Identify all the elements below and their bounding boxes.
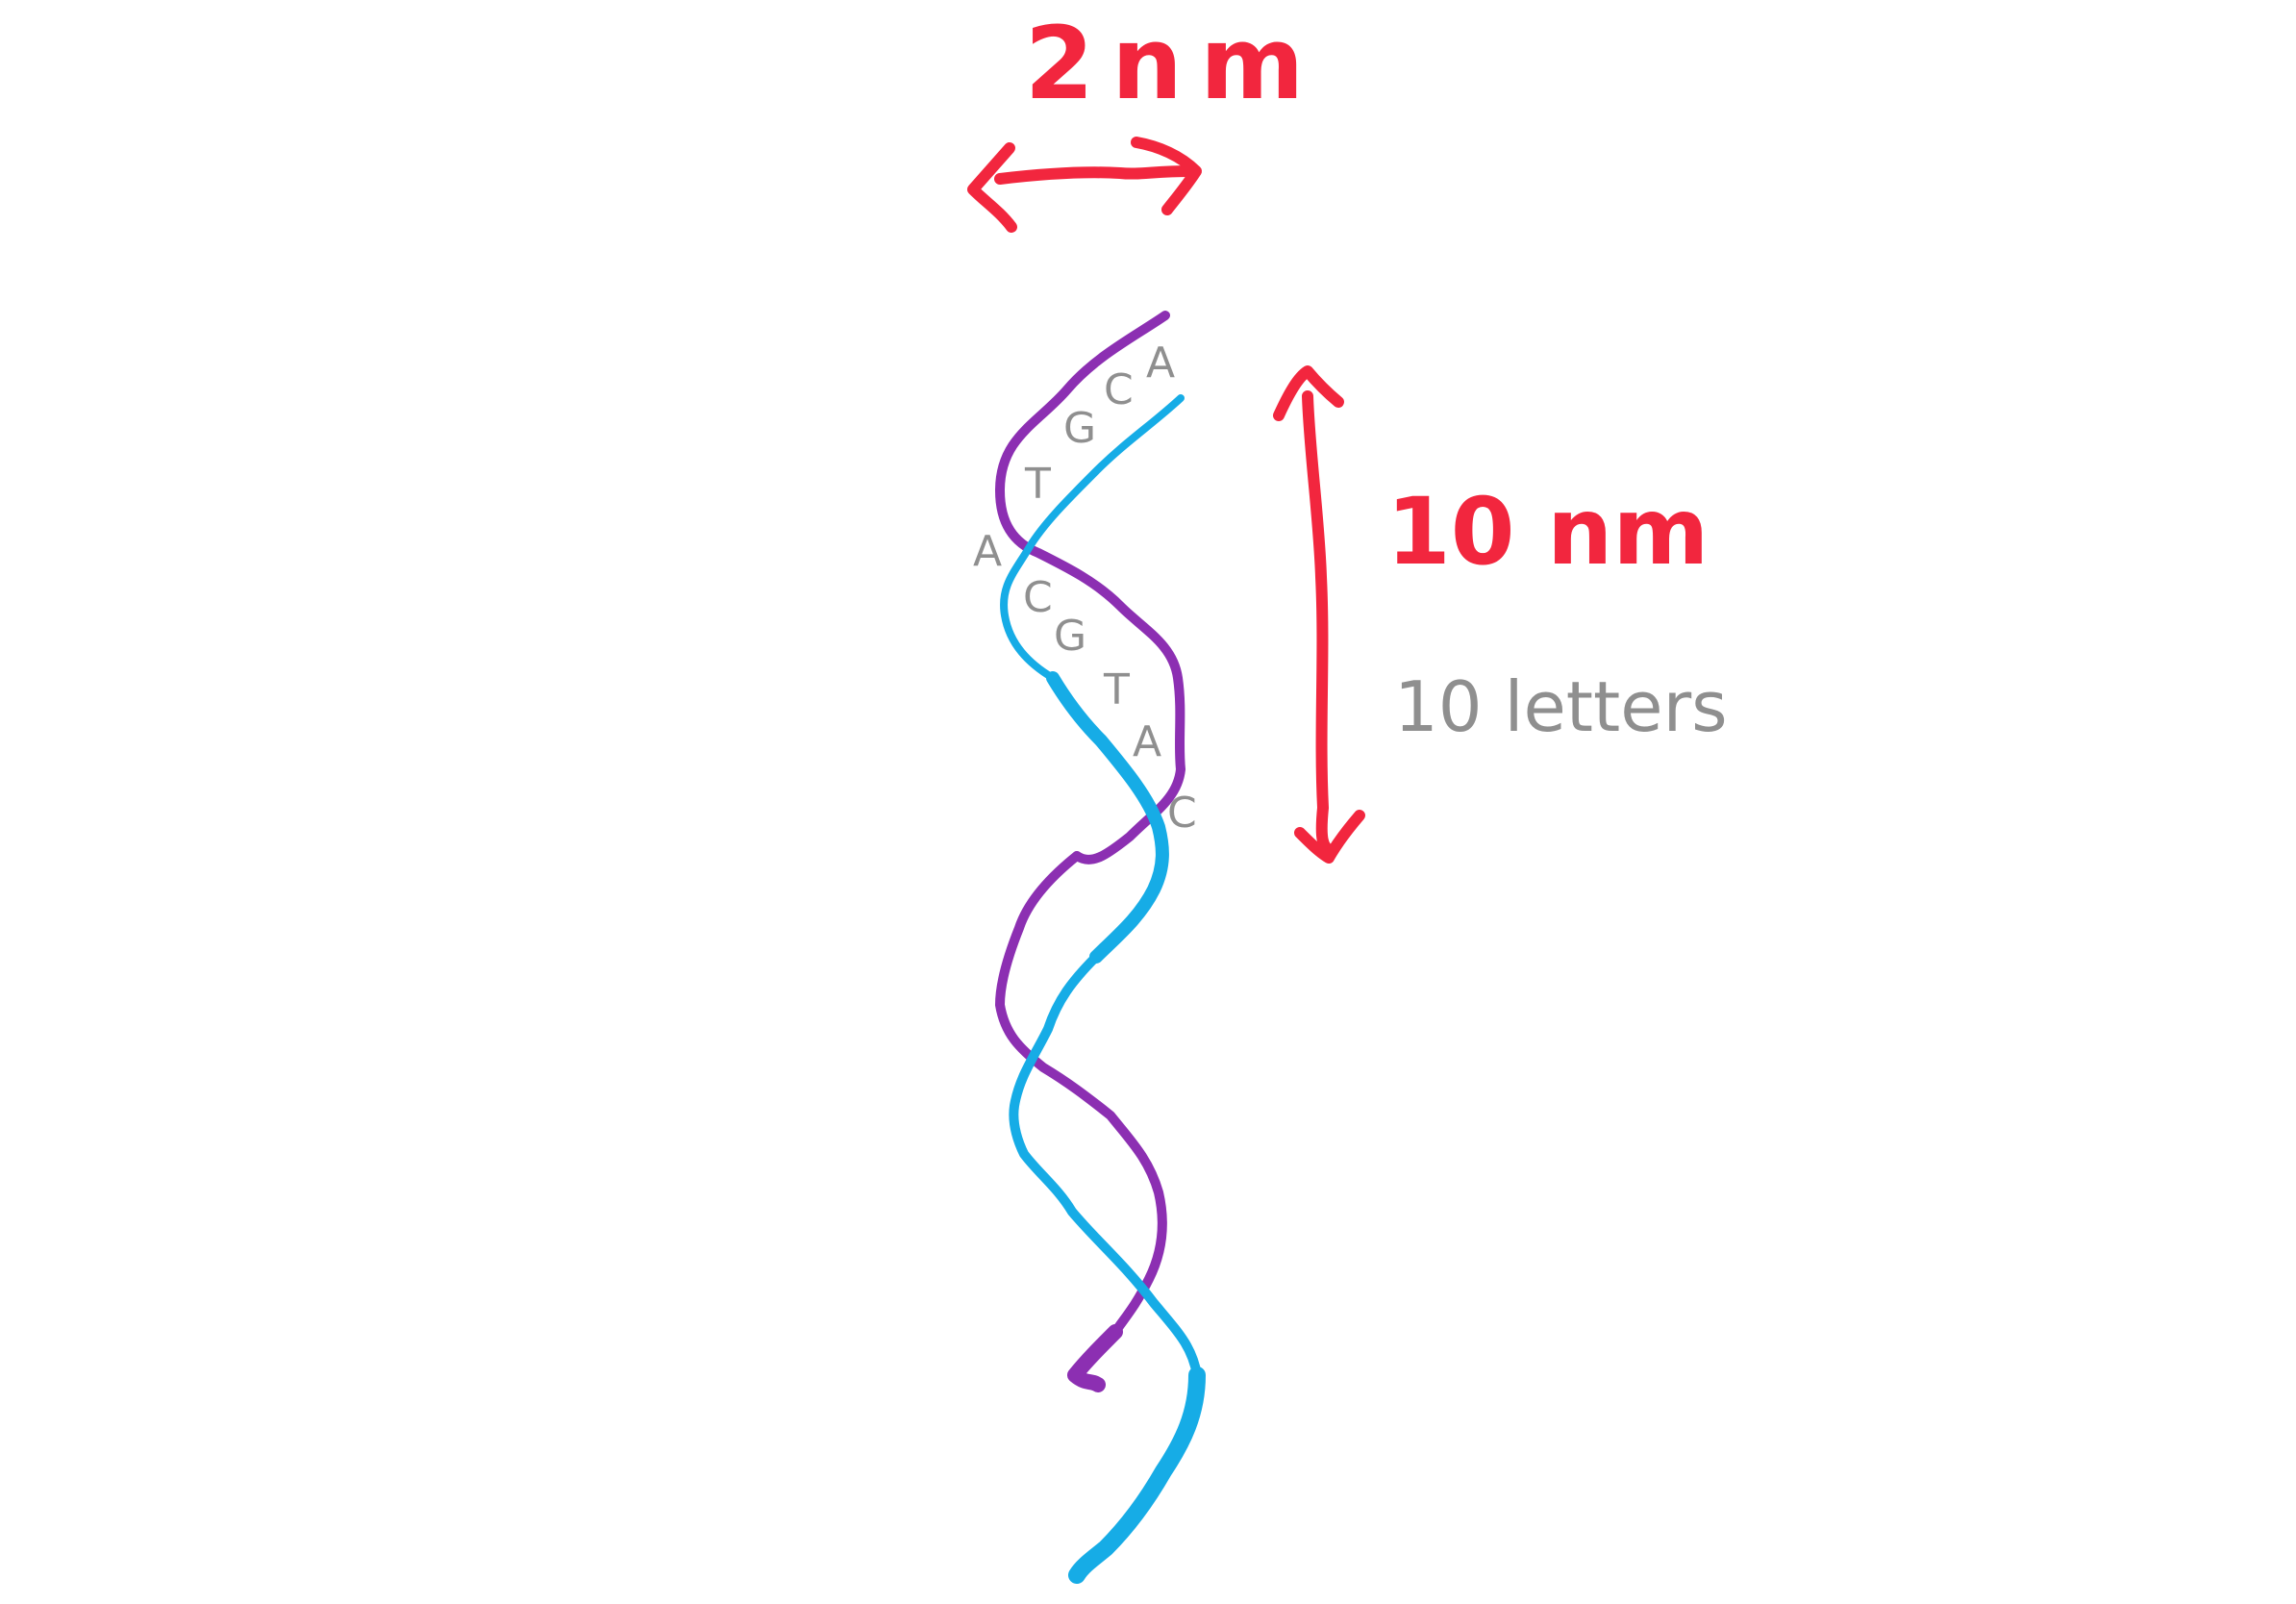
base-letter: G <box>1063 404 1096 453</box>
width-annotation: 2nm <box>967 5 1322 233</box>
strand-purple <box>995 311 1185 865</box>
strand-blue-mid <box>1046 671 1169 964</box>
height-arrow-icon <box>1273 365 1365 864</box>
strand-purple-lower <box>995 851 1167 1337</box>
height-annotation: 10 nm 10 letters <box>1273 365 1728 864</box>
base-letter: C <box>1023 573 1053 622</box>
base-letters: A C G T A C G T A C <box>973 338 1197 838</box>
base-letter: A <box>1133 717 1161 766</box>
letters-label: 10 letters <box>1394 666 1728 747</box>
base-letter: A <box>973 527 1002 576</box>
width-label: 2nm <box>1025 5 1322 122</box>
strand-blue-tail <box>1068 1366 1206 1584</box>
width-arrow-icon <box>967 137 1202 233</box>
dna-helix <box>995 311 1206 1584</box>
base-letter: C <box>1104 365 1134 414</box>
strand-blue-lower <box>1009 952 1202 1380</box>
height-label: 10 nm <box>1386 478 1709 586</box>
base-letter: T <box>1103 665 1130 714</box>
base-letter: T <box>1024 460 1051 509</box>
base-letter: C <box>1167 789 1197 838</box>
strand-blue <box>1000 394 1185 682</box>
strand-purple-tail <box>1067 1324 1123 1392</box>
base-letter: G <box>1054 612 1086 661</box>
base-letter: A <box>1146 338 1175 388</box>
